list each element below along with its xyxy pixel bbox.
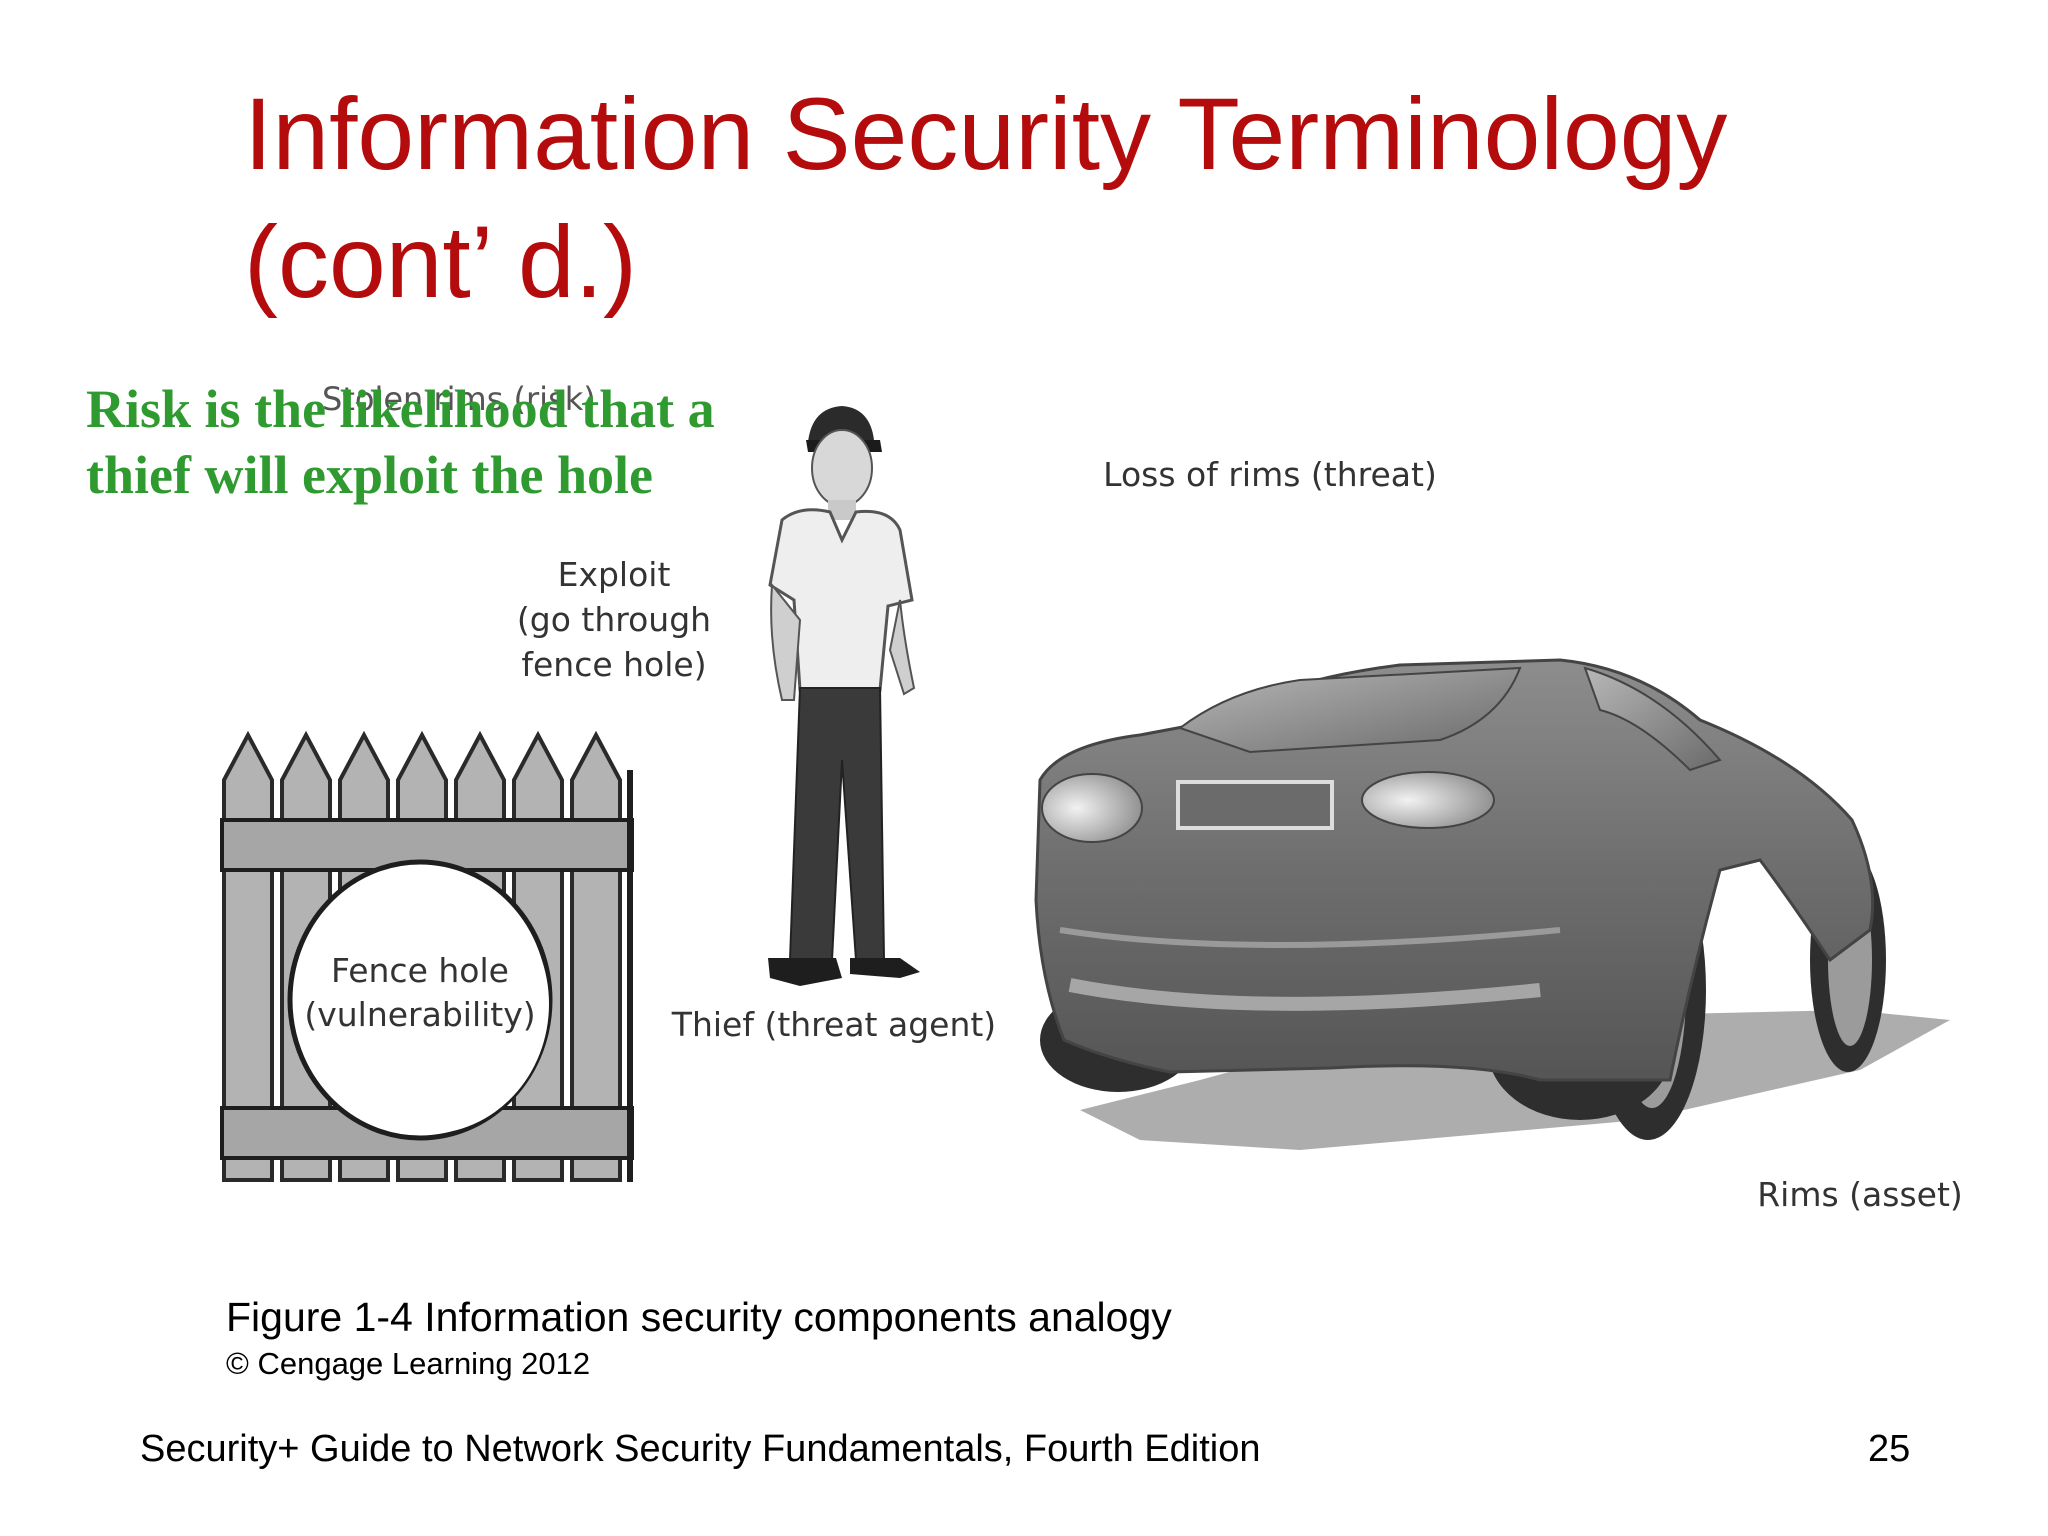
fence-graphic xyxy=(220,730,634,1182)
fence-hole-label-line-1: Fence hole xyxy=(331,951,509,990)
exploit-label-line-2: (go through xyxy=(517,600,711,639)
fence-hole-label-line-2: (vulnerability) xyxy=(304,995,535,1034)
slide-title-line-1: Information Security Terminology xyxy=(244,77,1728,191)
car-graphic xyxy=(1034,658,1950,1150)
slide-title: Information Security Terminology (cont’ … xyxy=(244,70,1944,326)
risk-note-line-1: Risk is the likelihood that a xyxy=(86,379,715,439)
thief-label: Thief (threat agent) xyxy=(671,1005,996,1044)
copyright-notice: © Cengage Learning 2012 xyxy=(226,1346,591,1381)
thief-figure xyxy=(768,406,920,986)
risk-note-line-2: thief will exploit the hole xyxy=(86,445,653,505)
exploit-label-line-1: Exploit xyxy=(558,555,671,594)
rims-label: Rims (asset) xyxy=(1757,1175,1963,1214)
loss-of-rims-label: Loss of rims (threat) xyxy=(1103,455,1437,494)
exploit-label-line-3: fence hole) xyxy=(521,645,706,684)
risk-definition-note: Risk is the likelihood that a thief will… xyxy=(86,376,715,508)
slide-title-line-2: (cont’ d.) xyxy=(244,205,638,319)
figure-caption: Figure 1-4 Information security componen… xyxy=(226,1294,1172,1340)
slide-footer: Security+ Guide to Network Security Fund… xyxy=(140,1428,1261,1470)
stolen-rims-label: Stolen rims (risk) xyxy=(322,380,596,418)
page-number: 25 xyxy=(1868,1428,1911,1470)
